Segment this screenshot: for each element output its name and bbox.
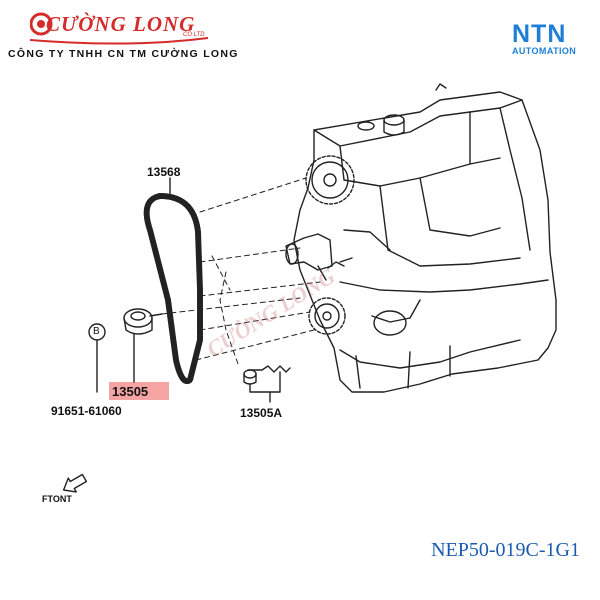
logo-subtext: CO LTD <box>183 32 205 38</box>
part-highlight <box>109 382 169 400</box>
label-tensioner: 13505 <box>112 384 149 399</box>
label-spring: 13505A <box>240 406 283 420</box>
bolt-marker-circle <box>88 323 106 341</box>
label-belt: 13568 <box>147 165 181 179</box>
logo-text: CƯỜNG LONG <box>46 12 196 36</box>
front-arrow-icon <box>62 473 88 493</box>
company-name: CÔNG TY TNHH CN TM CƯỜNG LONG <box>8 48 239 60</box>
label-bolt: 91651-61060 <box>51 404 122 418</box>
ntn-logo-sub: AUTOMATION <box>512 46 577 56</box>
crank-gear <box>308 297 346 335</box>
timing-belt <box>143 193 203 384</box>
head-top <box>313 99 523 147</box>
tension-spring <box>247 365 291 373</box>
leader-13505A <box>249 371 281 403</box>
label-bolt-marker: B <box>93 326 100 337</box>
part-number: NEP50-019C-1G1 <box>431 539 580 561</box>
ntn-logo-main: NTN <box>512 20 567 48</box>
ntn-logo: NTN AUTOMATION <box>512 20 576 56</box>
cam-gear <box>305 155 355 205</box>
label-front: FTONT <box>42 494 72 504</box>
company-logo <box>29 10 230 70</box>
engine-block <box>293 91 557 393</box>
bearing-logo-icon <box>29 12 209 45</box>
